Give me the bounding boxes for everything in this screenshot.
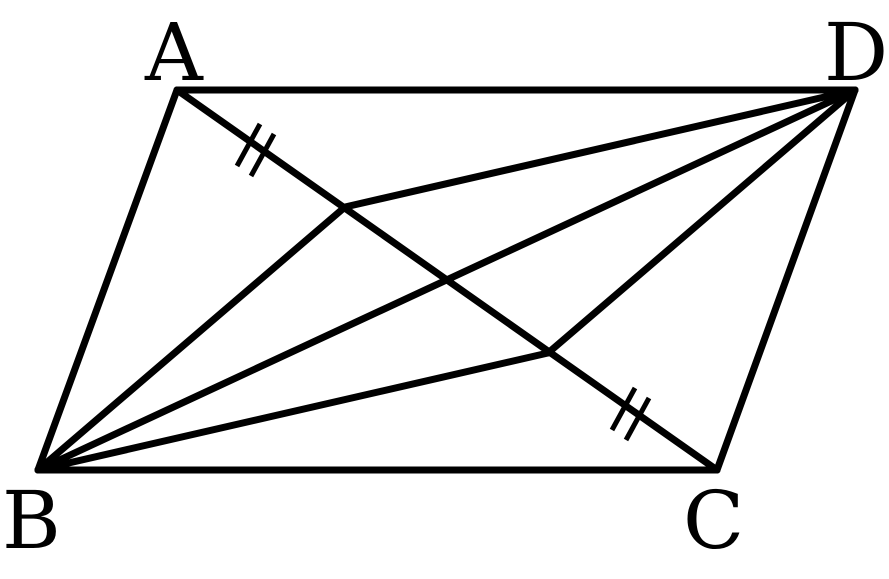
tick-fc-2 xyxy=(623,396,652,442)
segment-b-e xyxy=(34,203,349,474)
vertex-label-c: C xyxy=(683,474,744,567)
vertex-label-b: B xyxy=(2,474,61,567)
vertex-label-d: D xyxy=(824,6,888,99)
side-dc xyxy=(713,86,859,474)
tick-ae-2 xyxy=(248,132,277,178)
segment-e-d xyxy=(341,86,859,211)
segment-b-f xyxy=(34,349,552,474)
side-ba xyxy=(34,86,181,474)
tick-fc-1 xyxy=(609,386,638,432)
tick-ae-1 xyxy=(234,122,263,168)
vertex-label-a: A xyxy=(144,6,204,99)
diagonal-bd xyxy=(34,86,859,474)
segment-f-d xyxy=(544,86,859,357)
